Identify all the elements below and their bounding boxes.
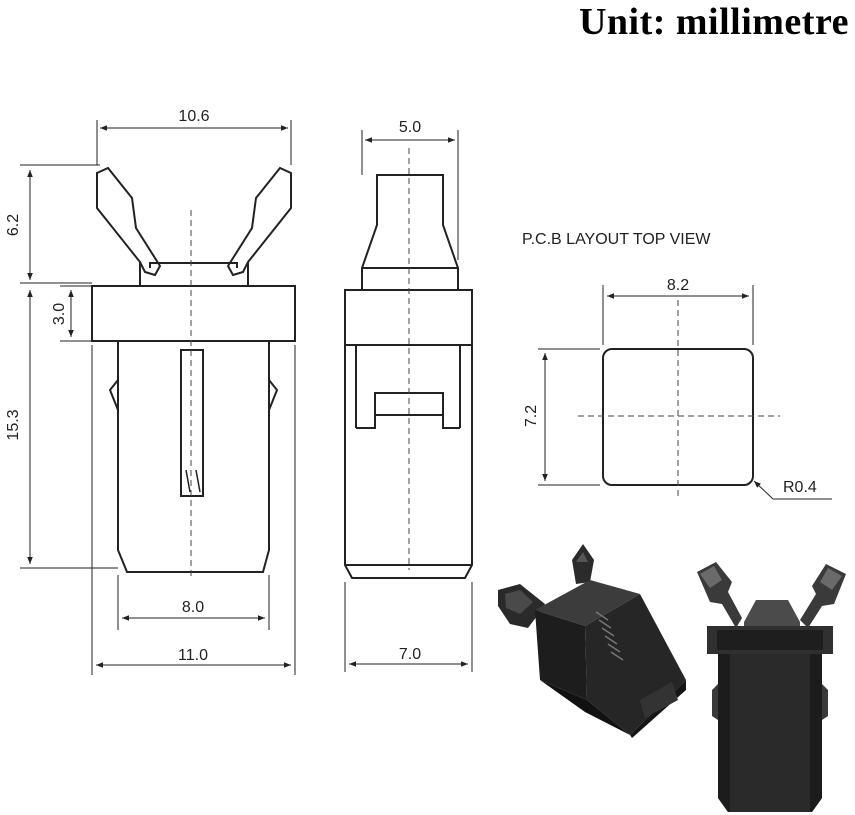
front-dim-clip-height: 6.2 [5,214,22,236]
front-dim-top-width: 10.6 [178,108,209,125]
side-dim-top-width: 5.0 [399,119,421,136]
pcb-dim-height: 7.2 [523,405,540,427]
pcb-heading: P.C.B LAYOUT TOP VIEW [522,231,711,248]
front-dim-bottom-outer: 11.0 [178,647,208,664]
pcb-dim-width: 8.2 [667,277,689,294]
side-window [356,392,460,429]
front-slot [180,349,204,497]
left-clip [96,166,162,277]
side-body [344,345,473,579]
side-view [344,174,473,579]
unit-title: Unit: millimetre [578,1,849,43]
front-view [91,166,296,573]
side-top-plunger [361,174,459,291]
product-photo-front [697,562,846,812]
pcb-layout [538,285,832,500]
front-dim-flange-height: 3.0 [51,303,68,325]
right-clip [226,166,292,277]
front-dim-bottom-inner: 8.0 [182,599,204,616]
side-dim-bottom-width: 7.0 [399,646,421,663]
front-flange [91,285,296,342]
front-body [117,341,270,573]
front-dim-body-height: 15.3 [5,409,22,440]
product-photo-isometric [498,544,686,738]
pcb-dim-radius: R0.4 [783,479,817,496]
clip-bridge [149,262,238,268]
